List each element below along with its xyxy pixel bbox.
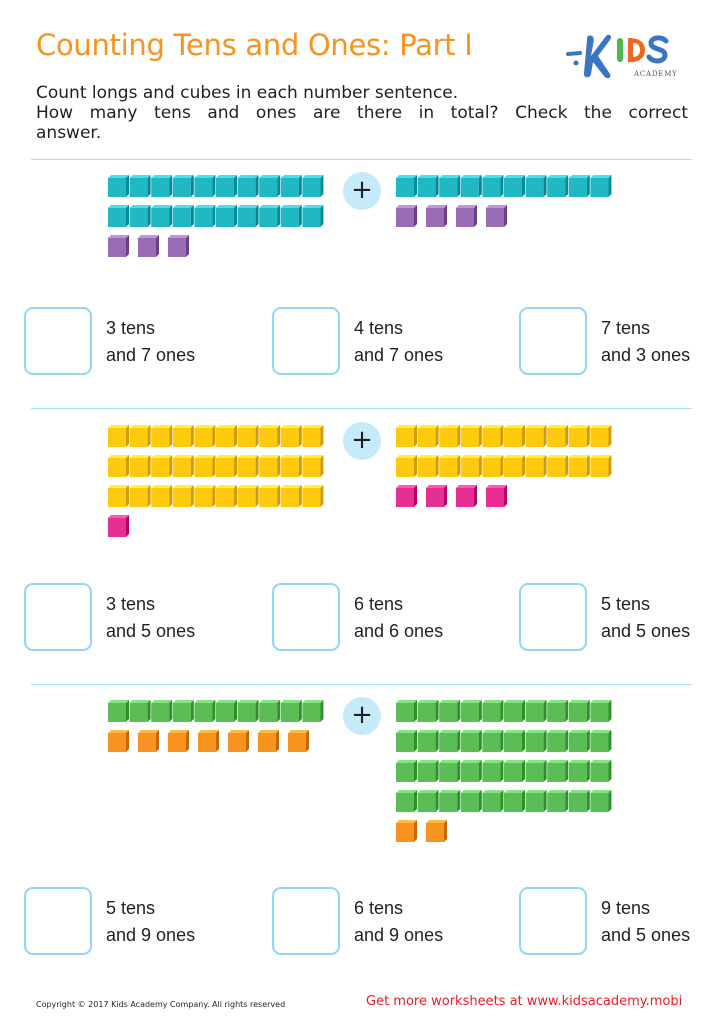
ten-rod xyxy=(108,700,330,725)
answer-tens: 6 tens xyxy=(354,594,404,614)
answer-ones: and 7 ones xyxy=(354,345,444,365)
promo-link[interactable]: Get more worksheets at www.kidsacademy.m… xyxy=(366,994,683,1009)
unit-cube xyxy=(288,730,313,755)
answer-checkbox[interactable] xyxy=(519,307,587,375)
section-divider xyxy=(31,159,692,160)
copyright-text: Copyright © 2017 Kids Academy Company. A… xyxy=(36,1000,286,1009)
unit-cube xyxy=(426,820,451,845)
answer-label: 5 tens and 5 ones xyxy=(601,591,690,645)
answer-ones: and 5 ones xyxy=(601,621,691,641)
plus-icon: + xyxy=(343,697,381,735)
unit-cube xyxy=(486,205,511,230)
answer-label: 4 tens and 7 ones xyxy=(354,315,443,369)
answer-label: 6 tens and 6 ones xyxy=(354,591,443,645)
ten-rod xyxy=(396,455,618,480)
unit-cube xyxy=(108,730,133,755)
unit-cube xyxy=(138,235,163,260)
answer-checkbox[interactable] xyxy=(24,583,92,651)
answer-tens: 6 tens xyxy=(354,898,404,918)
answer-ones: and 6 ones xyxy=(354,621,444,641)
answer-label: 9 tens and 5 ones xyxy=(601,895,690,949)
unit-cube xyxy=(228,730,253,755)
unit-cube xyxy=(426,485,451,510)
answer-tens: 5 tens xyxy=(601,594,651,614)
instruction-line: answer. xyxy=(36,123,102,143)
kids-academy-logo: ACADEMY xyxy=(566,30,690,82)
ten-rod xyxy=(396,790,618,815)
answer-tens: 9 tens xyxy=(601,898,651,918)
answer-checkbox[interactable] xyxy=(272,307,340,375)
unit-cube xyxy=(258,730,283,755)
logo-icon: ACADEMY xyxy=(566,34,678,79)
unit-cube xyxy=(108,235,133,260)
answer-checkbox[interactable] xyxy=(519,887,587,955)
answer-label: 7 tens and 3 ones xyxy=(601,315,690,369)
answer-checkbox[interactable] xyxy=(24,887,92,955)
ten-rod xyxy=(108,455,330,480)
unit-cube xyxy=(426,205,451,230)
answer-label: 5 tens and 9 ones xyxy=(106,895,195,949)
ten-rod xyxy=(396,425,618,450)
ten-rod xyxy=(396,700,618,725)
ten-rod xyxy=(396,760,618,785)
plus-icon: + xyxy=(343,422,381,460)
unit-cube xyxy=(456,485,481,510)
unit-cube xyxy=(396,205,421,230)
ten-rod xyxy=(108,175,330,200)
answer-checkbox[interactable] xyxy=(272,583,340,651)
answer-label: 3 tens and 7 ones xyxy=(106,315,195,369)
answer-ones: and 9 ones xyxy=(106,925,196,945)
instructions: Count longs and cubes in each number sen… xyxy=(36,83,688,143)
unit-cube xyxy=(396,485,421,510)
answer-tens: 3 tens xyxy=(106,594,156,614)
answer-ones: and 5 ones xyxy=(106,621,196,641)
unit-cube xyxy=(456,205,481,230)
page-title: Counting Tens and Ones: Part I xyxy=(36,28,473,62)
unit-cube xyxy=(138,730,163,755)
answer-checkbox[interactable] xyxy=(272,887,340,955)
ten-rod xyxy=(108,425,330,450)
answer-tens: 7 tens xyxy=(601,318,651,338)
unit-cube xyxy=(198,730,223,755)
ten-rod xyxy=(396,175,618,200)
unit-cube xyxy=(486,485,511,510)
answer-tens: 4 tens xyxy=(354,318,404,338)
answer-label: 3 tens and 5 ones xyxy=(106,591,195,645)
section-divider xyxy=(31,684,692,685)
answer-ones: and 9 ones xyxy=(354,925,444,945)
answer-ones: and 7 ones xyxy=(106,345,196,365)
instruction-line: How many tens and ones are there in tota… xyxy=(36,103,688,123)
unit-cube xyxy=(168,235,193,260)
ten-rod xyxy=(396,730,618,755)
answer-tens: 3 tens xyxy=(106,318,156,338)
answer-ones: and 3 ones xyxy=(601,345,691,365)
unit-cube xyxy=(396,820,421,845)
section-divider xyxy=(31,408,692,409)
svg-text:ACADEMY: ACADEMY xyxy=(633,70,678,78)
ten-rod xyxy=(108,205,330,230)
ten-rod xyxy=(108,485,330,510)
plus-icon: + xyxy=(343,172,381,210)
unit-cube xyxy=(108,515,133,540)
instruction-line: Count longs and cubes in each number sen… xyxy=(36,83,459,103)
unit-cube xyxy=(168,730,193,755)
answer-tens: 5 tens xyxy=(106,898,156,918)
answer-ones: and 5 ones xyxy=(601,925,691,945)
answer-label: 6 tens and 9 ones xyxy=(354,895,443,949)
answer-checkbox[interactable] xyxy=(24,307,92,375)
answer-checkbox[interactable] xyxy=(519,583,587,651)
